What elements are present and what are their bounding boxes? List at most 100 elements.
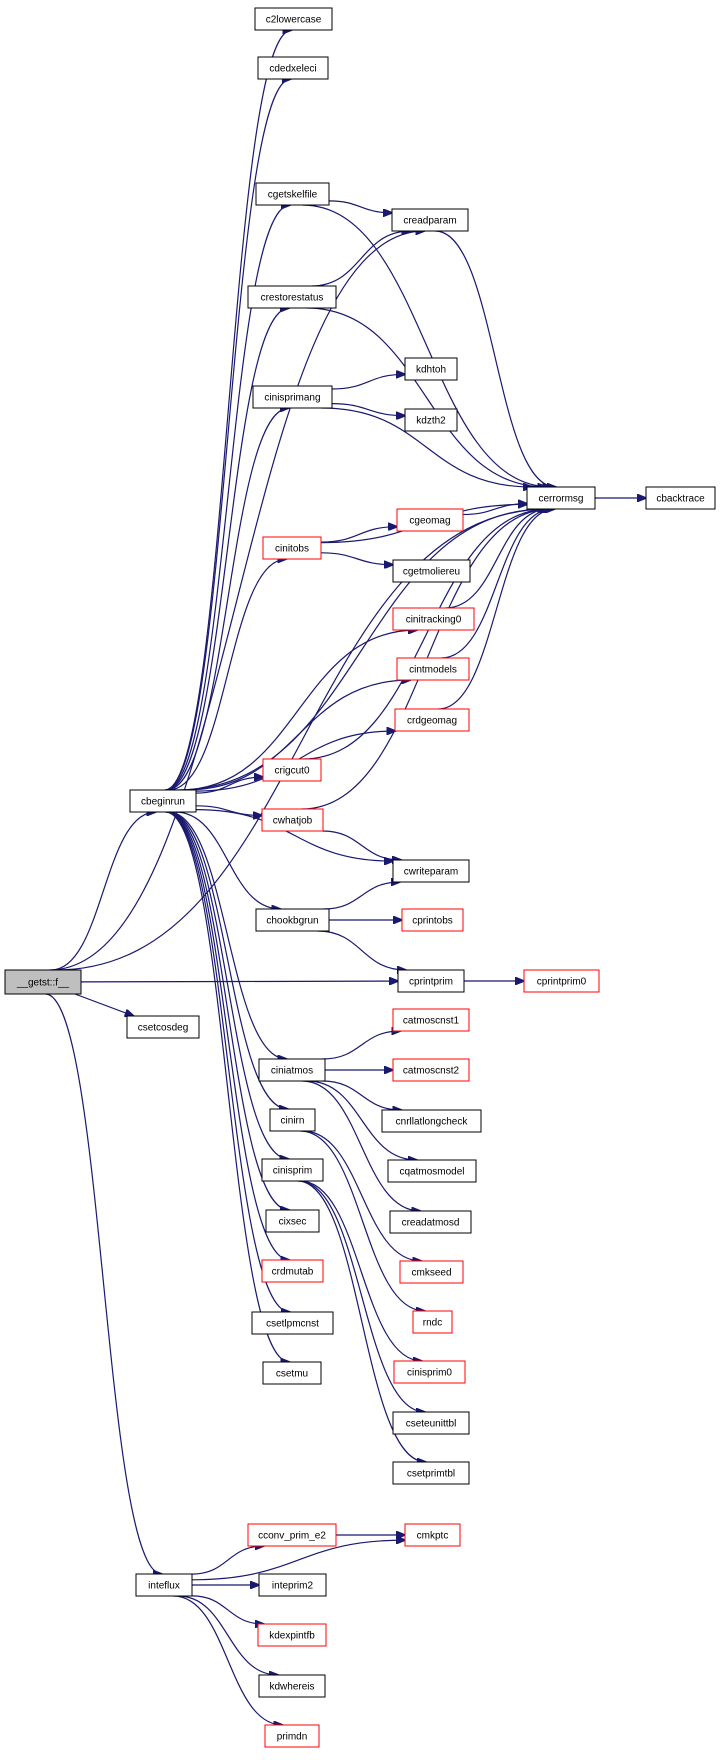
node-cwriteparam[interactable]: cwriteparam <box>392 859 470 883</box>
node-box-cinirn[interactable] <box>269 1108 316 1132</box>
node-csetlpmcnst[interactable]: csetlpmcnst <box>251 1311 334 1335</box>
node-catmoscnst1[interactable]: catmoscnst1 <box>392 1008 470 1032</box>
node-creadparam[interactable]: creadparam <box>391 208 469 232</box>
node-box-cgetskelfile[interactable] <box>255 182 330 206</box>
node-rndc[interactable]: rndc <box>412 1310 453 1334</box>
node-cinitobs[interactable]: cinitobs <box>262 536 322 560</box>
node-box-creadatmosd[interactable] <box>389 1210 472 1234</box>
node-getst[interactable]: __getst::f__ <box>4 969 82 995</box>
node-cdedxeleci[interactable]: cdedxeleci <box>257 56 329 80</box>
node-ciniatmos[interactable]: ciniatmos <box>258 1058 326 1082</box>
node-cgetmoliereu[interactable]: cgetmoliereu <box>392 559 471 583</box>
node-box-crestorestatus[interactable] <box>247 285 337 309</box>
node-crestorestatus[interactable]: crestorestatus <box>247 285 337 309</box>
node-cerrormsg[interactable]: cerrormsg <box>526 486 596 510</box>
node-box-csetlpmcnst[interactable] <box>251 1311 334 1335</box>
node-box-primdn[interactable] <box>264 1724 320 1748</box>
node-box-chookbgrun[interactable] <box>255 908 330 932</box>
node-cbeginrun[interactable]: cbeginrun <box>129 789 197 813</box>
node-box-csetcosdeg[interactable] <box>126 1015 200 1039</box>
node-box-csetmu[interactable] <box>262 1361 322 1385</box>
node-box-c2lowercase[interactable] <box>254 7 333 31</box>
node-box-creadparam[interactable] <box>391 208 469 232</box>
node-box-crigcut0[interactable] <box>262 758 322 782</box>
node-cmkptc[interactable]: cmkptc <box>404 1523 461 1547</box>
node-kdhtoh[interactable]: kdhtoh <box>404 357 458 381</box>
node-cmkseed[interactable]: cmkseed <box>399 1260 464 1284</box>
node-box-catmoscnst1[interactable] <box>392 1008 470 1032</box>
node-inteflux[interactable]: inteflux <box>135 1573 193 1597</box>
node-kdwhereis[interactable]: kdwhereis <box>258 1674 326 1698</box>
node-box-csetprimtbl[interactable] <box>392 1461 470 1485</box>
node-box-cnrllatlongcheck[interactable] <box>381 1109 482 1133</box>
node-box-cgeomag[interactable] <box>396 508 464 532</box>
node-chookbgrun[interactable]: chookbgrun <box>255 908 330 932</box>
node-box-cqatmosmodel[interactable] <box>387 1159 477 1183</box>
node-box-cdedxeleci[interactable] <box>257 56 329 80</box>
node-box-getst[interactable] <box>4 969 82 995</box>
node-cinisprim0[interactable]: cinisprim0 <box>393 1360 466 1384</box>
node-box-cintmodels[interactable] <box>396 657 470 681</box>
node-box-cwhatjob[interactable] <box>261 808 324 832</box>
node-box-kdzth2[interactable] <box>404 408 458 432</box>
node-box-cinisprimang[interactable] <box>252 385 333 409</box>
node-box-cprintobs[interactable] <box>401 908 464 932</box>
node-cseteunittbl[interactable]: cseteunittbl <box>392 1411 470 1435</box>
node-box-cbeginrun[interactable] <box>129 789 197 813</box>
node-cwhatjob[interactable]: cwhatjob <box>261 808 324 832</box>
node-box-cinitracking0[interactable] <box>392 607 475 631</box>
node-cixsec[interactable]: cixsec <box>265 1209 320 1233</box>
node-crigcut0[interactable]: crigcut0 <box>262 758 322 782</box>
node-box-cprintprim0[interactable] <box>523 969 600 993</box>
node-cconv_prim_e2[interactable]: cconv_prim_e2 <box>247 1523 337 1547</box>
node-cprintobs[interactable]: cprintobs <box>401 908 464 932</box>
node-cqatmosmodel[interactable]: cqatmosmodel <box>387 1159 477 1183</box>
node-cinitracking0[interactable]: cinitracking0 <box>392 607 475 631</box>
node-primdn[interactable]: primdn <box>264 1724 320 1748</box>
node-cgetskelfile[interactable]: cgetskelfile <box>255 182 330 206</box>
node-box-cerrormsg[interactable] <box>526 486 596 510</box>
node-catmoscnst2[interactable]: catmoscnst2 <box>392 1058 470 1082</box>
node-csetcosdeg[interactable]: csetcosdeg <box>126 1015 200 1039</box>
node-crdgeomag[interactable]: crdgeomag <box>394 708 470 732</box>
node-kdexpintfb[interactable]: kdexpintfb <box>257 1623 327 1647</box>
node-box-rndc[interactable] <box>412 1310 453 1334</box>
node-creadatmosd[interactable]: creadatmosd <box>389 1210 472 1234</box>
node-box-cinisprim[interactable] <box>261 1158 324 1182</box>
node-crdmutab[interactable]: crdmutab <box>261 1259 324 1283</box>
node-cintmodels[interactable]: cintmodels <box>396 657 470 681</box>
node-box-inteflux[interactable] <box>135 1573 193 1597</box>
node-csetmu[interactable]: csetmu <box>262 1361 322 1385</box>
node-box-ciniatmos[interactable] <box>258 1058 326 1082</box>
node-cnrllatlongcheck[interactable]: cnrllatlongcheck <box>381 1109 482 1133</box>
node-cprintprim[interactable]: cprintprim <box>397 969 465 993</box>
node-box-crdmutab[interactable] <box>261 1259 324 1283</box>
node-csetprimtbl[interactable]: csetprimtbl <box>392 1461 470 1485</box>
node-cprintprim0[interactable]: cprintprim0 <box>523 969 600 993</box>
node-box-cprintprim[interactable] <box>397 969 465 993</box>
node-box-kdhtoh[interactable] <box>404 357 458 381</box>
node-box-inteprim2[interactable] <box>258 1573 327 1597</box>
node-cinirn[interactable]: cinirn <box>269 1108 316 1132</box>
node-box-cwriteparam[interactable] <box>392 859 470 883</box>
node-cbacktrace[interactable]: cbacktrace <box>645 486 716 510</box>
node-kdzth2[interactable]: kdzth2 <box>404 408 458 432</box>
node-box-cbacktrace[interactable] <box>645 486 716 510</box>
node-box-kdexpintfb[interactable] <box>257 1623 327 1647</box>
node-c2lowercase[interactable]: c2lowercase <box>254 7 333 31</box>
node-box-cgetmoliereu[interactable] <box>392 559 471 583</box>
node-cinisprim[interactable]: cinisprim <box>261 1158 324 1182</box>
node-box-cseteunittbl[interactable] <box>392 1411 470 1435</box>
node-box-cmkseed[interactable] <box>399 1260 464 1284</box>
node-inteprim2[interactable]: inteprim2 <box>258 1573 327 1597</box>
node-box-catmoscnst2[interactable] <box>392 1058 470 1082</box>
node-cinisprimang[interactable]: cinisprimang <box>252 385 333 409</box>
node-box-cconv_prim_e2[interactable] <box>247 1523 337 1547</box>
node-box-cmkptc[interactable] <box>404 1523 461 1547</box>
node-box-cinisprim0[interactable] <box>393 1360 466 1384</box>
node-cgeomag[interactable]: cgeomag <box>396 508 464 532</box>
node-box-cinitobs[interactable] <box>262 536 322 560</box>
node-box-crdgeomag[interactable] <box>394 708 470 732</box>
node-box-kdwhereis[interactable] <box>258 1674 326 1698</box>
node-box-cixsec[interactable] <box>265 1209 320 1233</box>
